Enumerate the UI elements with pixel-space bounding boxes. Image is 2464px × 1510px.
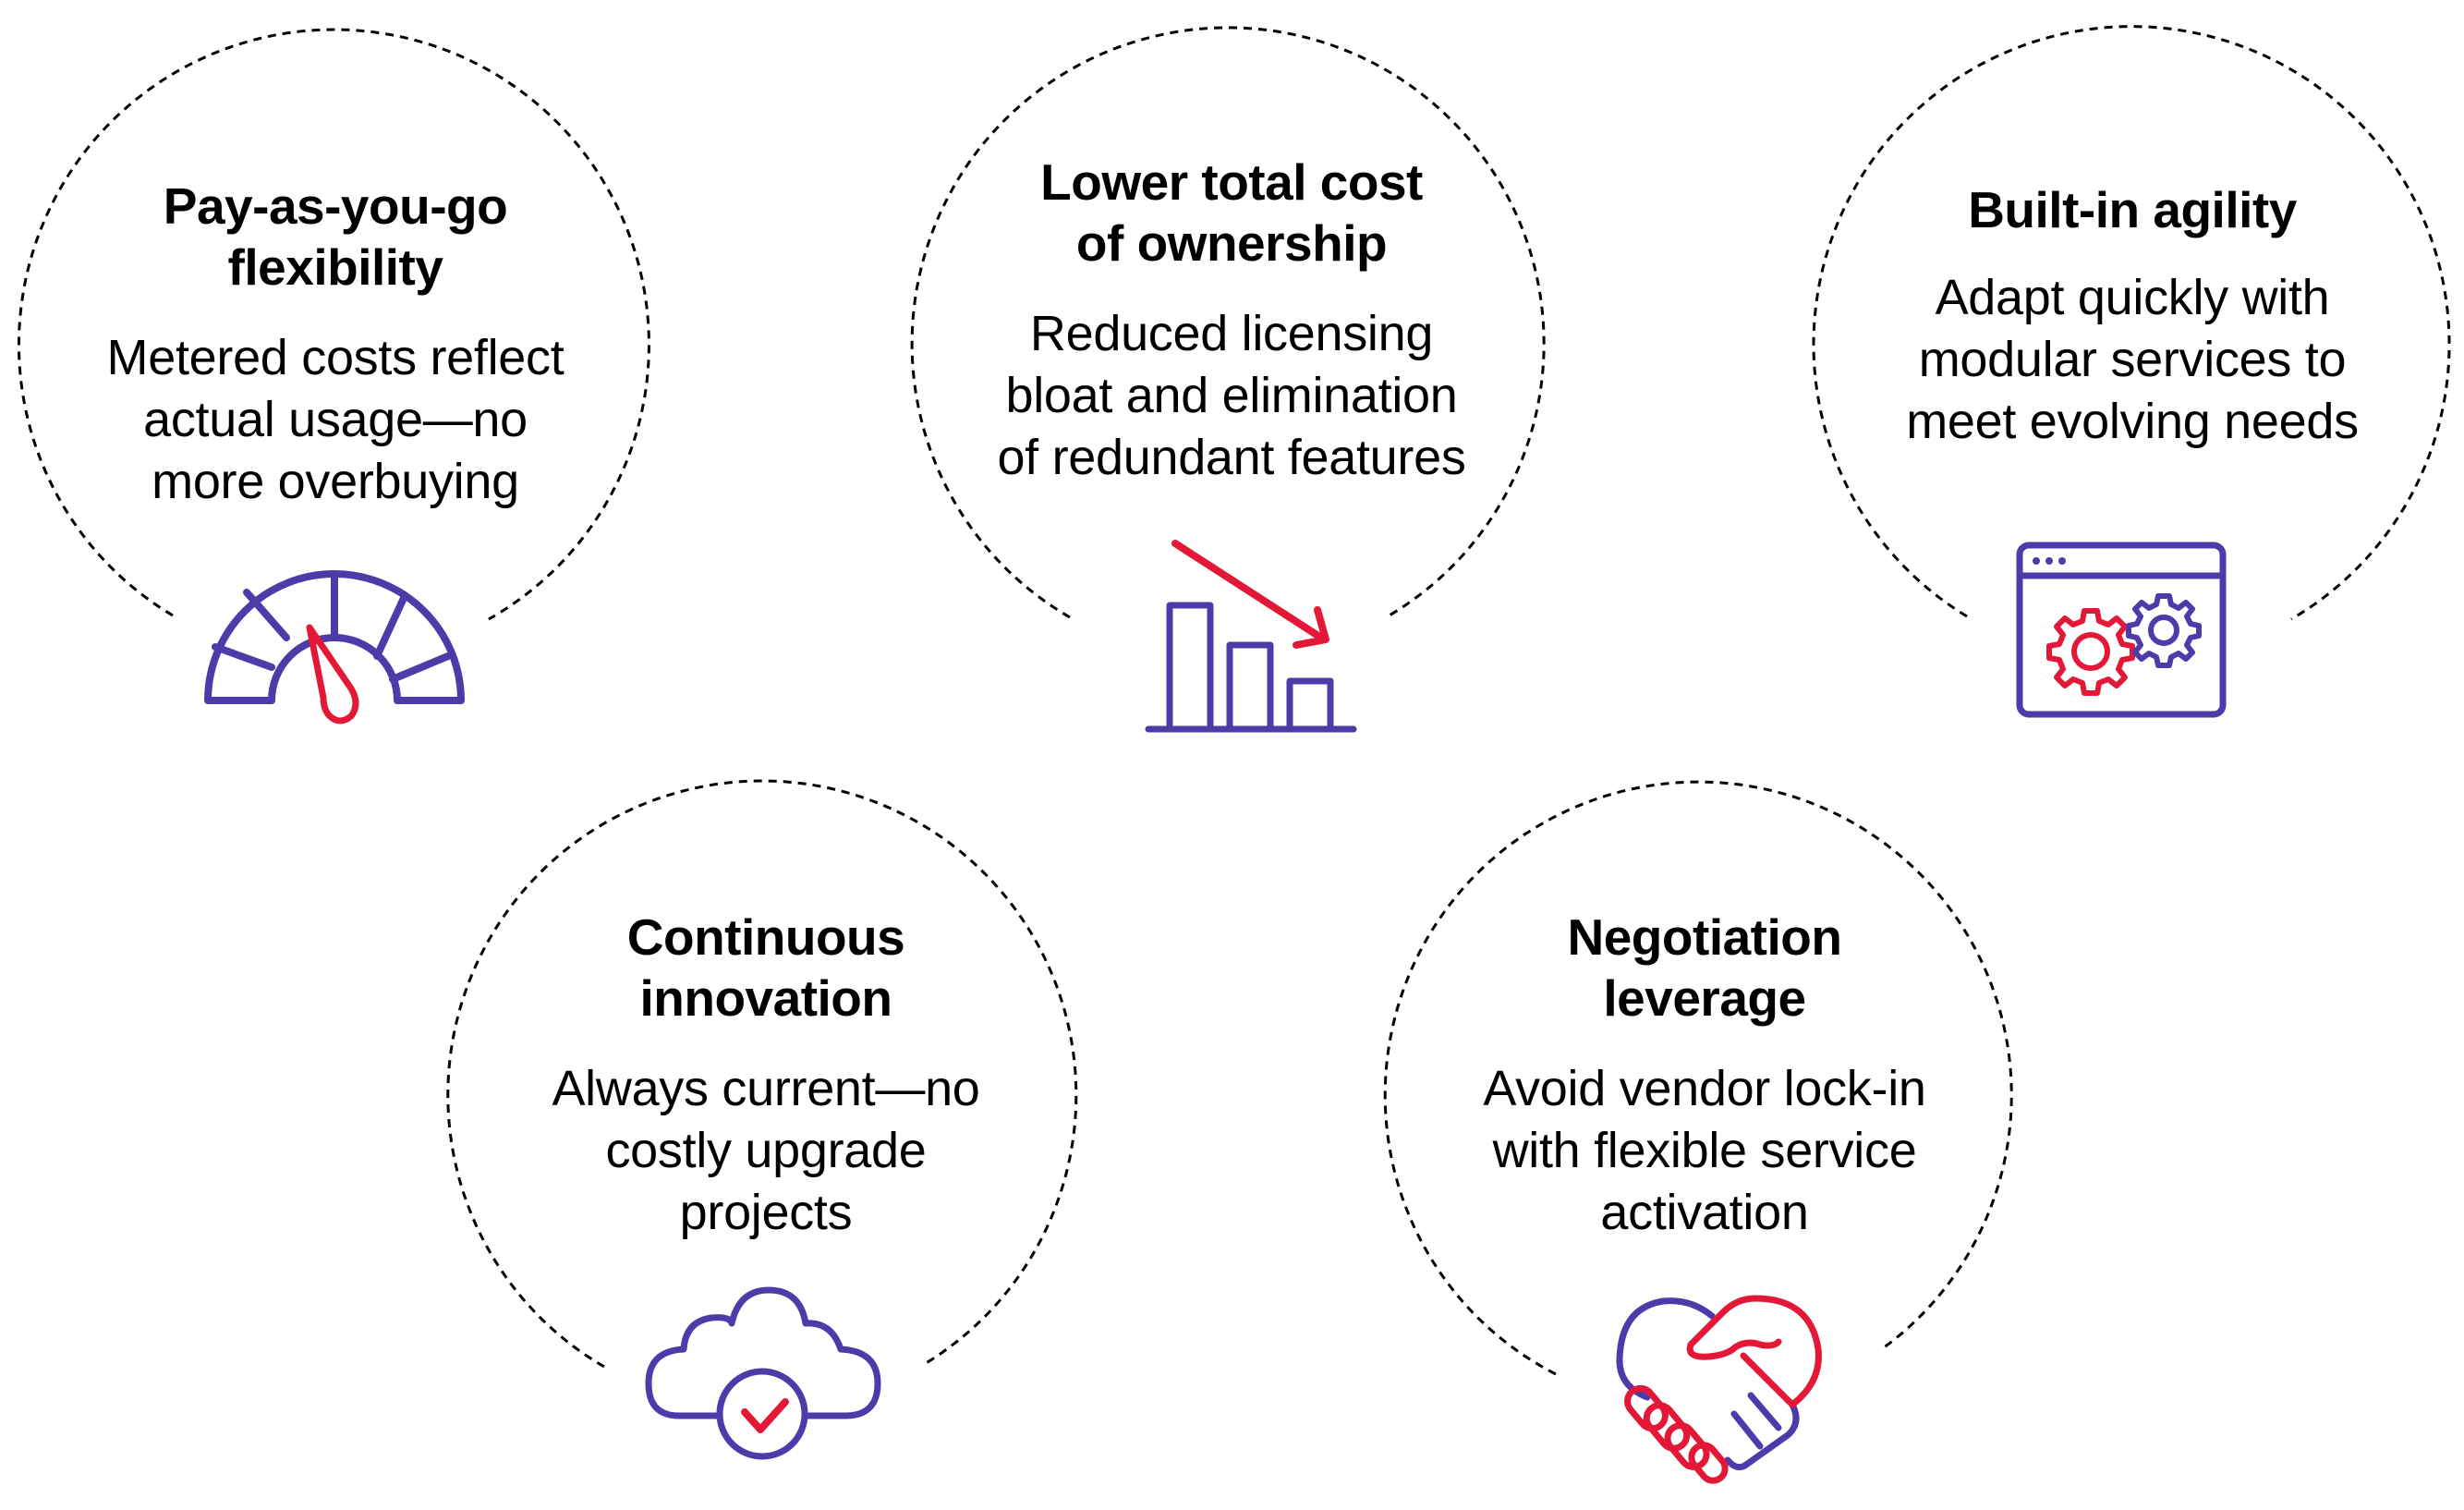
benefit-card-continuous-innovation: Continuous innovation Always current—no …	[470, 907, 1062, 1244]
benefit-title: Continuous innovation	[626, 908, 905, 1027]
benefit-card-lower-tco: Lower total cost of ownership Reduced li…	[936, 152, 1527, 489]
benefit-description: Reduced licensing bloat and elimination …	[997, 306, 1466, 485]
benefit-card-built-in-agility: Built-in agility Adapt quickly with modu…	[1837, 179, 2428, 453]
benefit-title: Negotiation leverage	[1567, 908, 1842, 1027]
browser-window-gears-icon	[2016, 542, 2227, 718]
benefit-title: Lower total cost of ownership	[1040, 153, 1423, 272]
dashed-circle-4	[446, 779, 1078, 1369]
benefit-description: Adapt quickly with modular services to m…	[1906, 270, 2359, 449]
benefit-card-negotiation-leverage: Negotiation leverage Avoid vendor lock-i…	[1409, 907, 2000, 1244]
declining-bar-chart-icon	[1145, 540, 1357, 733]
benefit-description: Metered costs reflect actual usage—no mo…	[106, 330, 564, 509]
dashed-circle-3	[1812, 25, 2451, 621]
speedometer-gauge-icon	[204, 570, 465, 725]
benefit-description: Always current—no costly upgrade project…	[552, 1061, 980, 1240]
benefit-description: Avoid vendor lock-in with flexible servi…	[1483, 1061, 1926, 1240]
benefit-card-pay-as-you-go: Pay-as-you-go flexibility Metered costs …	[40, 176, 631, 513]
dashed-circle-1	[17, 28, 650, 621]
benefit-title: Built-in agility	[1968, 181, 2297, 238]
dashed-circle-5	[1383, 780, 2013, 1376]
heart-handshake-icon	[1616, 1295, 1822, 1484]
cloud-checkmark-icon	[645, 1286, 881, 1460]
benefit-title: Pay-as-you-go flexibility	[163, 177, 508, 296]
